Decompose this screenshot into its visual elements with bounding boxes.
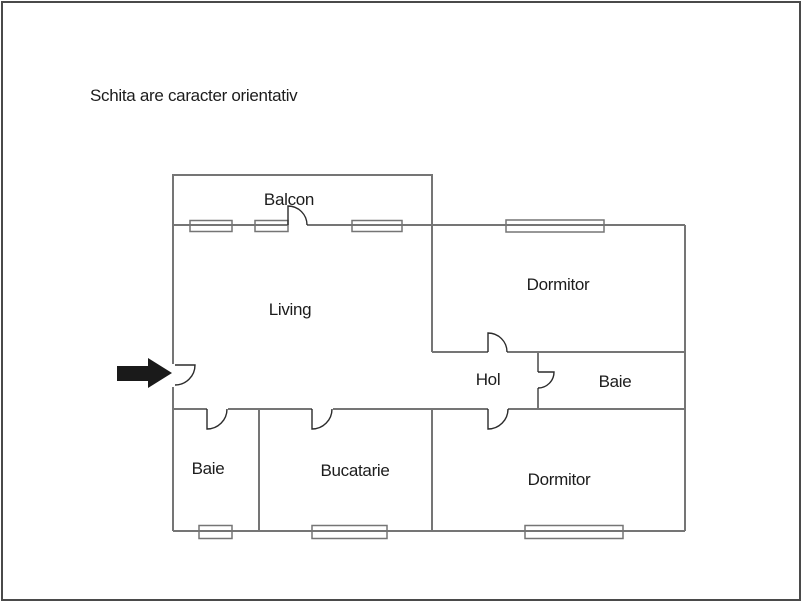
walls xyxy=(172,174,686,532)
door-bucatarie xyxy=(311,408,333,430)
room-label-balcon: Balcon xyxy=(264,190,314,209)
entrance-arrow-icon xyxy=(117,358,172,388)
room-label-bucatarie: Bucatarie xyxy=(320,461,389,480)
wall-lines xyxy=(172,174,686,532)
room-label-baie-bottom: Baie xyxy=(192,459,225,478)
room-label-hol: Hol xyxy=(476,370,501,389)
door-dormitor-top xyxy=(487,332,508,353)
room-label-dormitor-bottom: Dormitor xyxy=(528,470,591,489)
door-entrance xyxy=(174,364,196,386)
room-label-baie-hol: Baie xyxy=(599,372,632,391)
door-baie-hol xyxy=(537,371,555,389)
doors xyxy=(174,205,555,430)
disclaimer-text: Schita are caracter orientativ xyxy=(90,86,298,105)
room-label-dormitor-top: Dormitor xyxy=(527,275,590,294)
window-balcon-door-side xyxy=(254,219,289,233)
door-dormitor-bottom xyxy=(487,408,509,430)
door-baie-bottom xyxy=(206,408,228,430)
door-balcon xyxy=(287,205,308,226)
window-living-right xyxy=(351,219,403,233)
room-label-living: Living xyxy=(269,300,312,319)
window-dormitor-bottom xyxy=(524,524,624,540)
window-dormitor-top xyxy=(505,219,605,233)
window-bucatarie xyxy=(311,524,388,540)
room-labels: Balcon Living Dormitor Hol Baie Baie Buc… xyxy=(192,190,632,489)
window-baie-bottom xyxy=(198,524,233,540)
windows xyxy=(189,219,624,540)
window-living-left xyxy=(189,219,233,233)
